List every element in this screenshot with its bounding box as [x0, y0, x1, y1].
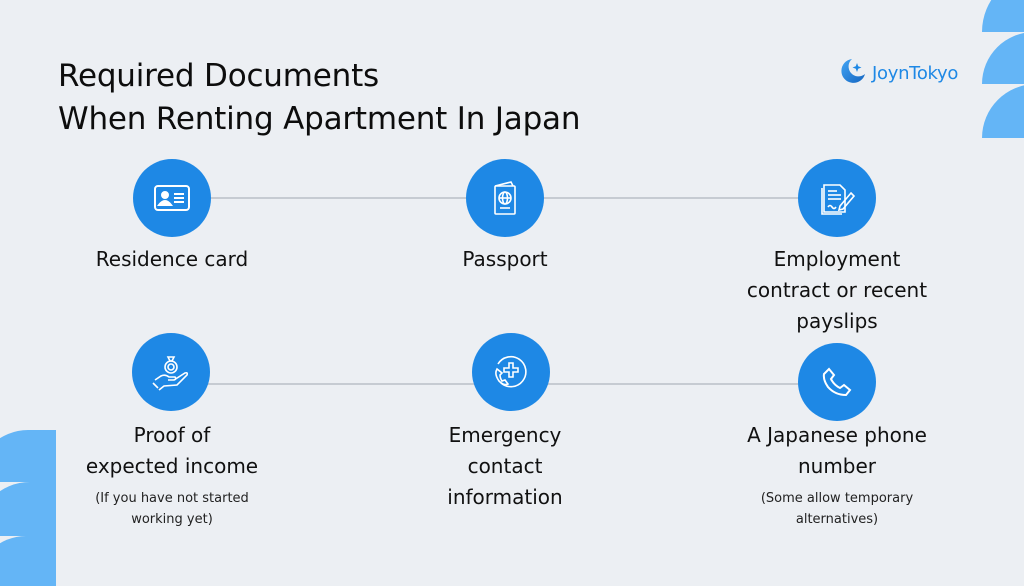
employment-contract-circle: [798, 159, 876, 237]
decor-shape-top-right-1: [982, 0, 1024, 32]
decor-shape-top-right-3: [982, 84, 1024, 138]
label-line: information: [447, 485, 563, 509]
label-line: contract or recent: [746, 278, 928, 302]
label-line: number: [797, 454, 877, 478]
phone-icon: [822, 367, 852, 397]
title-line-1: Required Documents: [58, 58, 379, 94]
passport-label: Passport: [462, 247, 548, 271]
phone-number-circle: [798, 343, 876, 421]
phone-number-label: A Japanese phone number: [707, 420, 967, 482]
contract-pen-icon: [821, 184, 856, 215]
residence-card-label: Residence card: [95, 247, 249, 271]
phone-number-note: (Some allow temporary alternatives): [727, 488, 947, 530]
label-line: Emergency: [448, 423, 562, 447]
crescent-moon-star-icon: [838, 56, 868, 90]
label-line: Employment: [773, 247, 901, 271]
passport-circle: [466, 159, 544, 237]
page-title: Required Documents When Renting Apartmen…: [58, 55, 581, 141]
decor-shape-bottom-left-3: [0, 536, 56, 586]
proof-income-label: Proof of expected income: [42, 420, 302, 482]
emergency-contact-label: Emergency contact information: [375, 420, 635, 513]
proof-income-note: (If you have not started working yet): [62, 488, 282, 530]
title-line-2: When Renting Apartment In Japan: [58, 101, 581, 137]
residence-card-circle: [133, 159, 211, 237]
emergency-contact-circle: [472, 333, 550, 411]
employment-contract-label: Employment contract or recent payslips: [707, 244, 967, 337]
note-line: alternatives): [795, 512, 879, 527]
decor-shape-bottom-left-1: [0, 430, 56, 482]
proof-income-circle: [132, 333, 210, 411]
label-line: expected income: [85, 454, 259, 478]
note-line: (Some allow temporary: [760, 491, 914, 506]
money-bag-hand-icon: [152, 356, 189, 391]
brand-name: JoynTokyo: [872, 62, 959, 84]
label-line: A Japanese phone: [747, 423, 927, 447]
decor-shape-top-right-2: [982, 32, 1024, 84]
brand-logo: JoynTokyo: [838, 58, 958, 88]
note-line: (If you have not started: [95, 491, 249, 506]
label-line: payslips: [796, 309, 878, 333]
decor-shape-bottom-left-2: [0, 482, 56, 536]
label-line: contact: [467, 454, 543, 478]
note-line: working yet): [131, 512, 213, 527]
emergency-phone-icon: [495, 355, 527, 388]
label-line: Proof of: [133, 423, 211, 447]
passport-icon: [494, 181, 516, 215]
id-card-icon: [154, 185, 190, 211]
